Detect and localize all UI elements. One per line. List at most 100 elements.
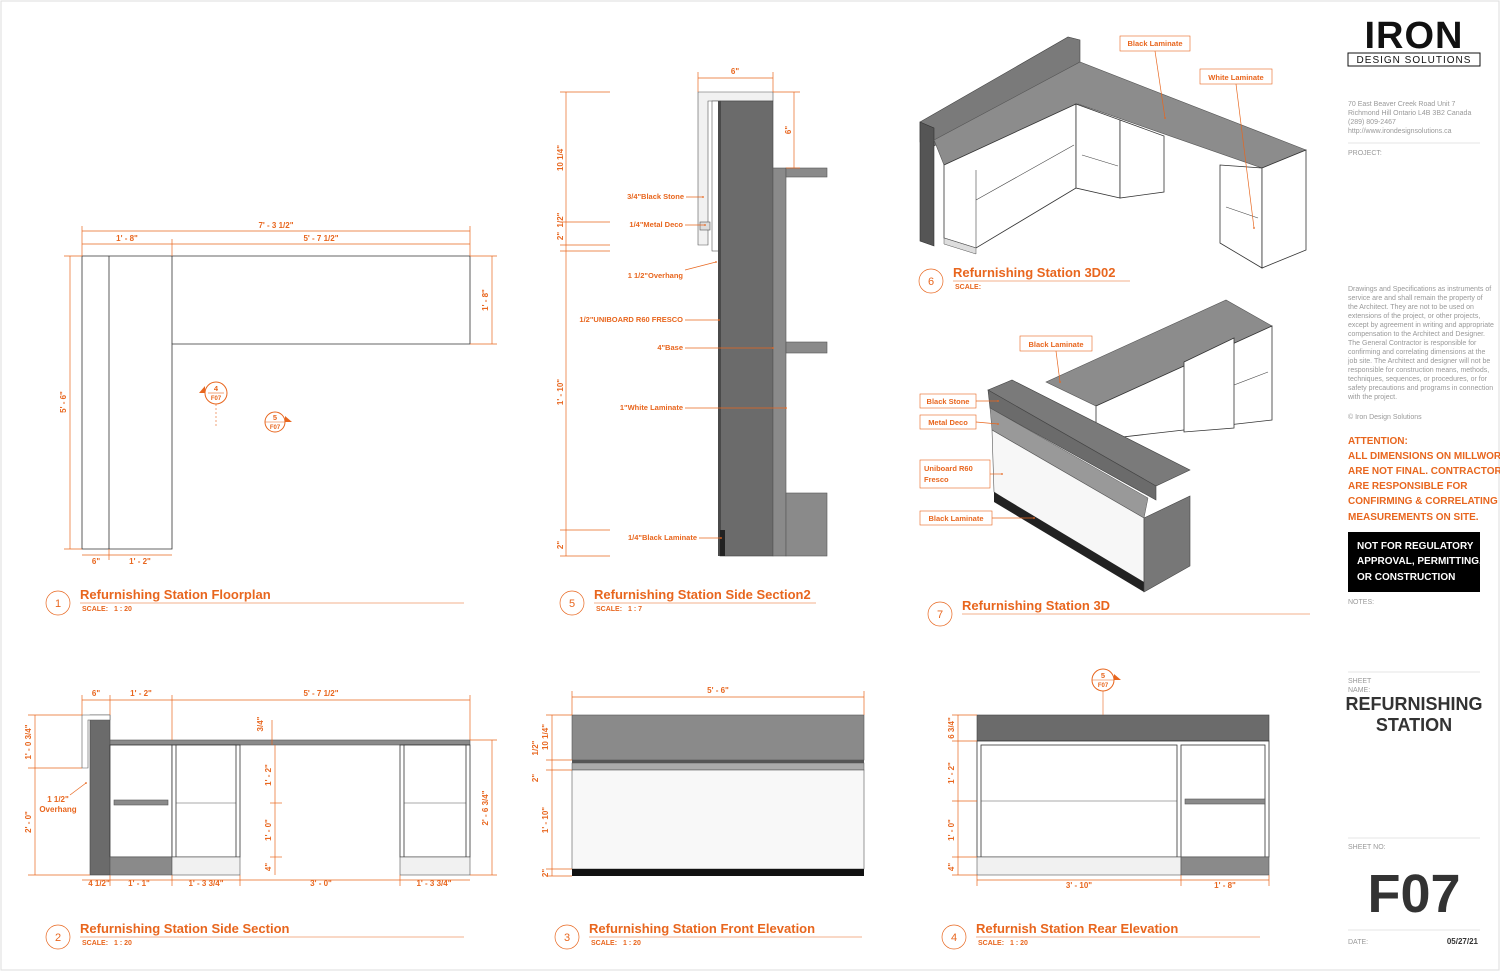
svg-text:5: 5 (1101, 671, 1105, 680)
view-side-section: 6" 1' - 2" 5' - 7 1/2" 3/4" 1' - 0 3/4" … (24, 689, 497, 950)
view-floorplan: 7' - 3 1/2" 1' - 8" 5' - 7 1/2" 5' - 6" … (45, 221, 497, 616)
attention-line: ARE RESPONSIBLE FOR (1348, 481, 1468, 492)
base-1 (109, 856, 173, 876)
dim-return: 1' - 8" (481, 289, 490, 311)
sheet-number: F07 (1367, 864, 1460, 924)
attention-line: CONFIRMING & CORRELATING (1348, 496, 1498, 507)
dim-bot-5: 1' - 3 3/4" (416, 879, 451, 888)
dim-top-2: 1' - 2" (130, 689, 152, 698)
shelf-line (1233, 371, 1269, 386)
shelf (785, 341, 828, 354)
sheet-name-1: REFURNISHING (1345, 694, 1482, 714)
sheet-label: NAME: (1348, 687, 1370, 694)
dim-left-2: 2' - 0" (24, 811, 33, 833)
view-number: 4 (951, 932, 957, 944)
view-title: Refurnishing Station Side Section2 (594, 587, 811, 602)
logo-sub: DESIGN SOLUTIONS (1357, 55, 1472, 66)
stamp-line: NOT FOR REGULATORY (1357, 541, 1474, 552)
view-number-badge (941, 924, 967, 950)
disclaimer-line: safety precautions and programs in conne… (1348, 385, 1493, 392)
dim-left: 1' - 8" (116, 234, 138, 243)
label-base: 4"Base (657, 343, 683, 352)
dim-2: 1' - 2" (947, 762, 956, 784)
view-number-badge (45, 924, 71, 950)
title-block: IRON DESIGN SOLUTIONS 70 East Beaver Cre… (1345, 15, 1500, 946)
cabinet-3-inner (403, 744, 467, 858)
dim-bot-2: 1' - 1" (128, 879, 150, 888)
cabinet-right (1219, 164, 1263, 269)
view-title: Refurnishing Station 3D02 (953, 265, 1116, 280)
black-laminate-base (720, 530, 725, 556)
view-title: Refurnishing Station Floorplan (80, 587, 271, 602)
front-top-edge (987, 389, 1157, 501)
stamp-line: OR CONSTRUCTION (1357, 572, 1455, 583)
base (785, 492, 828, 557)
dim-3: 1' - 0" (947, 819, 956, 841)
label-black-stone: 3/4"Black Stone (627, 192, 684, 201)
dim-overall: 7' - 3 1/2" (258, 221, 293, 230)
dim-1: 10 1/4" (541, 724, 550, 750)
scale-label: SCALE: (955, 284, 981, 291)
counter-top (109, 739, 471, 746)
disclaimer-line: responsible for construction means, meth… (1348, 367, 1489, 374)
svg-text:F07: F07 (1098, 683, 1109, 689)
disclaimer-line: compensation to the Architect and Design… (1348, 331, 1485, 338)
main-panel (719, 100, 774, 557)
dim-2: 1/2" (531, 740, 540, 755)
view-number-badge (554, 924, 580, 950)
section-tag-5: 5 F07 (1091, 668, 1121, 715)
cabinet-middle (1075, 103, 1121, 199)
base-right (1180, 856, 1270, 876)
view-number-badge (559, 590, 585, 616)
address-line: 70 East Beaver Creek Road Unit 7 (1348, 101, 1455, 108)
back-panel-side (919, 121, 935, 247)
base-black-laminate (994, 492, 1144, 592)
copyright: © Iron Design Solutions (1348, 413, 1422, 421)
disclaimer-line: Drawings and Specifications as instrumen… (1348, 286, 1491, 293)
leader (1154, 50, 1166, 119)
view-number: 3 (564, 932, 570, 944)
shelf-line (975, 144, 1075, 201)
dim-bot-4: 3' - 0" (310, 879, 332, 888)
date-value: 05/27/21 (1447, 937, 1479, 946)
disclaimer-line: service are and shall remain the propert… (1348, 295, 1483, 302)
counter-top (785, 167, 828, 178)
label-metal-deco: 1/4"Metal Deco (629, 220, 683, 229)
view-title: Refurnishing Station Front Elevation (589, 921, 815, 936)
view-front-elevation: 5' - 6" 10 1/4" 1/2" 2" 1' - 10" 2" 3 Re… (531, 686, 865, 950)
disclaimer-line: except by agreement in writing and appro… (1348, 322, 1494, 329)
disclaimer-line: the Architect. They are not to be used o… (1348, 304, 1474, 311)
view-number-badge (927, 601, 953, 627)
dim-bot-1: 6" (92, 557, 100, 566)
cabinet-right-end (1261, 149, 1307, 269)
dim-right: 6" (784, 126, 793, 134)
back-panel (89, 714, 111, 876)
view-rear-elevation: 5 F07 6 3/4" 1' - 2" 1' - 0" 4" 3' - 10"… (941, 668, 1270, 950)
stone-band (571, 714, 865, 761)
scale-label: SCALE: (82, 940, 108, 947)
label-fresco: Fresco (924, 475, 949, 484)
view-number-badge (918, 268, 944, 294)
dim-left-4: 1' - 10" (556, 379, 565, 405)
leader (1055, 350, 1061, 383)
view-number: 2 (55, 932, 61, 944)
label-black-laminate-base: Black Laminate (928, 514, 983, 523)
scale-value: 1 : 7 (628, 606, 642, 613)
far-pedestal (1183, 337, 1235, 433)
dim-bot-2: 1' - 8" (1214, 881, 1236, 890)
cabinet-side (772, 167, 787, 557)
side-panel (1143, 495, 1191, 593)
scale-label: SCALE: (82, 606, 108, 613)
shelf-line (1081, 154, 1119, 167)
metal-deco (699, 221, 711, 231)
disclaimer-line: extensions of the project, or other proj… (1348, 313, 1480, 320)
label-metal-deco: Metal Deco (928, 418, 968, 427)
attention-line: MEASUREMENTS ON SITE. (1348, 512, 1479, 523)
shelf (113, 799, 169, 806)
stamp-line: APPROVAL, PERMITTING, (1357, 556, 1482, 567)
dim-4: 1' - 10" (541, 807, 550, 833)
elevation-tag-4: 4 F07 (199, 381, 228, 428)
label-overhang: 1 1/2"Overhang (628, 271, 684, 280)
cabinet-left (943, 103, 1077, 249)
